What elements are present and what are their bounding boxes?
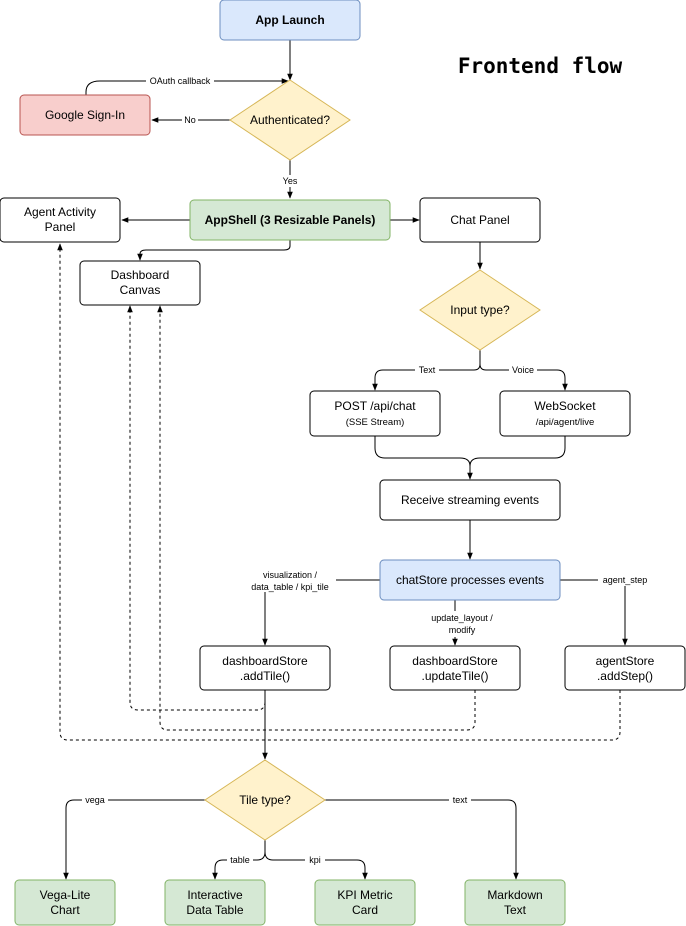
edge-post-receive	[374, 436, 473, 480]
node-dashboard-canvas: Dashboard Canvas	[79, 260, 201, 306]
label-voice-input: Voice	[512, 365, 534, 375]
node-agent-activity-line1: Agent Activity	[24, 205, 96, 219]
node-data-table: Interactive Data Table	[164, 879, 266, 926]
label-oauth-callback: OAuth callback	[150, 76, 211, 86]
node-post-chat: POST /api/chat (SSE Stream)	[309, 390, 441, 437]
node-add-tile-line1: dashboardStore	[222, 654, 308, 668]
edge-appshell-dashboard	[137, 240, 291, 261]
node-input-type-decision: Input type?	[419, 269, 541, 351]
node-markdown-text-line1: Markdown	[487, 888, 542, 902]
node-update-tile-line2: .updateTile()	[422, 669, 489, 683]
edge-addstep-agentpanel-dashed	[57, 243, 621, 741]
node-websocket: WebSocket /api/agent/live	[499, 390, 631, 437]
node-add-step: agentStore .addStep()	[564, 645, 686, 691]
node-chat-panel: Chat Panel	[419, 197, 541, 243]
node-post-chat-line2: (SSE Stream)	[346, 417, 405, 428]
node-markdown-text-line2: Text	[504, 903, 527, 917]
node-google-signin: Google Sign-In	[19, 94, 151, 136]
label-kpi: kpi	[309, 855, 321, 865]
node-chatstore: chatStore processes events	[379, 559, 561, 601]
node-tile-type-decision: Tile type?	[204, 759, 326, 841]
label-vega: vega	[85, 795, 105, 805]
node-receive-events: Receive streaming events	[379, 479, 561, 521]
node-dashboard-canvas-line2: Canvas	[120, 283, 161, 297]
label-update-line2: modify	[449, 625, 476, 635]
node-chatstore-label: chatStore processes events	[396, 573, 544, 587]
node-markdown-text: Markdown Text	[464, 879, 566, 926]
edge-labels: OAuth callback No Yes Text Voice visuali…	[82, 75, 652, 866]
node-vega-chart-line1: Vega-Lite	[40, 888, 91, 902]
label-agent-step: agent_step	[603, 575, 648, 585]
node-data-table-line1: Interactive	[187, 888, 243, 902]
diagram-title: Frontend flow	[458, 54, 623, 78]
node-vega-chart: Vega-Lite Chart	[14, 879, 116, 926]
node-input-type-label: Input type?	[450, 303, 510, 317]
node-authenticated-decision: Authenticated?	[229, 79, 351, 161]
node-kpi-card: KPI Metric Card	[314, 879, 416, 926]
node-add-tile-line2: .addTile()	[240, 669, 290, 683]
node-agent-activity-panel: Agent Activity Panel	[0, 197, 121, 243]
node-authenticated-label: Authenticated?	[250, 113, 330, 127]
node-agent-activity-line2: Panel	[45, 220, 76, 234]
node-tile-type-label: Tile type?	[239, 793, 291, 807]
node-appshell-label: AppShell (3 Resizable Panels)	[205, 213, 376, 227]
label-table: table	[230, 855, 250, 865]
node-appshell: AppShell (3 Resizable Panels)	[189, 199, 391, 241]
label-viz-line1: visualization /	[263, 570, 318, 580]
node-google-signin-label: Google Sign-In	[45, 108, 125, 122]
node-chat-panel-label: Chat Panel	[450, 213, 509, 227]
edge-google-oauth-callback	[85, 78, 289, 95]
edge-updatetile-dashboard-dashed	[157, 305, 476, 731]
node-post-chat-line1: POST /api/chat	[334, 399, 416, 413]
node-add-step-line2: .addStep()	[597, 669, 653, 683]
node-dashboard-canvas-line1: Dashboard	[111, 268, 170, 282]
node-vega-chart-line2: Chart	[50, 903, 80, 917]
edge-chatstore-addstep	[560, 579, 628, 646]
edge-tiletype-vega	[63, 799, 205, 880]
label-text-input: Text	[419, 365, 436, 375]
node-data-table-line2: Data Table	[186, 903, 243, 917]
node-kpi-card-line2: Card	[352, 903, 378, 917]
node-app-launch: App Launch	[219, 0, 361, 41]
node-websocket-line1: WebSocket	[534, 399, 596, 413]
node-add-tile: dashboardStore .addTile()	[199, 645, 331, 691]
node-add-step-line1: agentStore	[596, 654, 655, 668]
node-update-tile-line1: dashboardStore	[412, 654, 498, 668]
label-update-line1: update_layout /	[431, 613, 493, 623]
node-kpi-card-line1: KPI Metric	[337, 888, 392, 902]
edge-websocket-receive	[469, 436, 566, 467]
node-websocket-line2: /api/agent/live	[536, 417, 595, 428]
label-no: No	[184, 115, 196, 125]
label-viz-line2: data_table / kpi_tile	[251, 582, 329, 592]
label-text-tile: text	[453, 795, 468, 805]
edges	[57, 40, 628, 880]
node-receive-events-label: Receive streaming events	[401, 493, 539, 507]
label-yes: Yes	[283, 176, 298, 186]
edge-tiletype-markdown	[325, 799, 519, 880]
node-update-tile: dashboardStore .updateTile()	[389, 645, 521, 691]
node-app-launch-label: App Launch	[255, 13, 324, 27]
